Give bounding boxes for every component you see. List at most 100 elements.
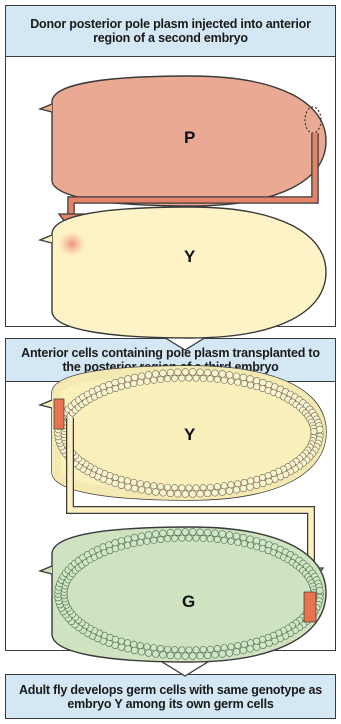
cell (259, 636, 265, 642)
cell (179, 485, 185, 491)
cell (160, 489, 167, 496)
cell (144, 378, 150, 384)
cell (200, 535, 206, 541)
cell (241, 479, 247, 485)
cell (214, 536, 220, 542)
cell (247, 542, 253, 548)
cell (193, 647, 199, 653)
cell (138, 486, 145, 493)
cell (193, 485, 199, 491)
cell (219, 651, 226, 658)
cell (165, 484, 171, 490)
cell (219, 489, 226, 496)
embryo-g-label: G (182, 592, 195, 611)
cell (214, 645, 220, 651)
cell (219, 531, 226, 538)
cell (253, 644, 260, 651)
cell (160, 370, 167, 377)
cell (197, 490, 204, 497)
cell (179, 375, 185, 381)
cell (207, 376, 213, 382)
cell (158, 376, 164, 382)
cell (125, 536, 132, 543)
cell (219, 371, 226, 378)
cell (214, 483, 220, 489)
cell (152, 371, 159, 378)
cell (151, 377, 157, 383)
cell (118, 384, 124, 390)
cell (260, 379, 267, 386)
cell (131, 534, 138, 541)
cell (158, 645, 164, 651)
cell (172, 535, 178, 541)
cell (179, 535, 185, 541)
cell (260, 480, 267, 487)
cell (138, 373, 145, 380)
cell (221, 377, 227, 383)
cell (253, 544, 259, 550)
cell (228, 538, 234, 544)
cell (247, 382, 253, 388)
cell (241, 380, 247, 386)
cell (174, 369, 181, 376)
cell (235, 642, 241, 648)
cell (235, 481, 241, 487)
cell (247, 640, 253, 646)
cell (145, 532, 152, 539)
cell (131, 479, 137, 485)
embryo-g: G (40, 527, 326, 662)
cell (221, 645, 227, 651)
cell (124, 542, 130, 548)
cell (179, 647, 185, 653)
injected-pole-plasm (58, 231, 86, 257)
cell (137, 642, 143, 648)
cell (152, 651, 159, 658)
cell (167, 529, 174, 536)
cell (189, 491, 196, 498)
embryo-y: Y (40, 207, 326, 338)
embryo-y-cellular: Y (40, 366, 326, 500)
cell (186, 647, 192, 653)
cell (247, 484, 254, 491)
cell (247, 536, 254, 543)
cell (118, 638, 124, 644)
cell (207, 536, 213, 542)
cell (247, 376, 254, 383)
embryo-p-label: P (184, 128, 195, 147)
cell (186, 375, 192, 381)
cell (253, 384, 259, 390)
cell (131, 380, 137, 386)
cell (247, 478, 253, 484)
cell (260, 642, 267, 649)
cell (235, 539, 241, 545)
cell (125, 376, 132, 383)
cell (112, 379, 119, 386)
cell (311, 428, 317, 434)
cell (124, 478, 130, 484)
cell (197, 369, 204, 376)
cell (207, 484, 213, 490)
micropyle (40, 104, 52, 112)
cell (189, 529, 196, 536)
cell (182, 491, 189, 498)
cell (241, 541, 247, 547)
cell (233, 533, 240, 540)
cell (253, 476, 259, 482)
cell (253, 482, 260, 489)
cell (200, 646, 206, 652)
cell (160, 530, 167, 537)
cell (253, 538, 260, 545)
cell (316, 587, 323, 594)
cell (125, 645, 132, 652)
cell (160, 651, 167, 658)
cell (260, 539, 267, 546)
cell (167, 652, 174, 659)
cell (158, 536, 164, 542)
cell (131, 485, 138, 492)
cell (125, 484, 132, 491)
cell (131, 647, 138, 654)
cell (186, 535, 192, 541)
cell (112, 539, 119, 546)
cell (197, 529, 204, 536)
cell (124, 382, 130, 388)
